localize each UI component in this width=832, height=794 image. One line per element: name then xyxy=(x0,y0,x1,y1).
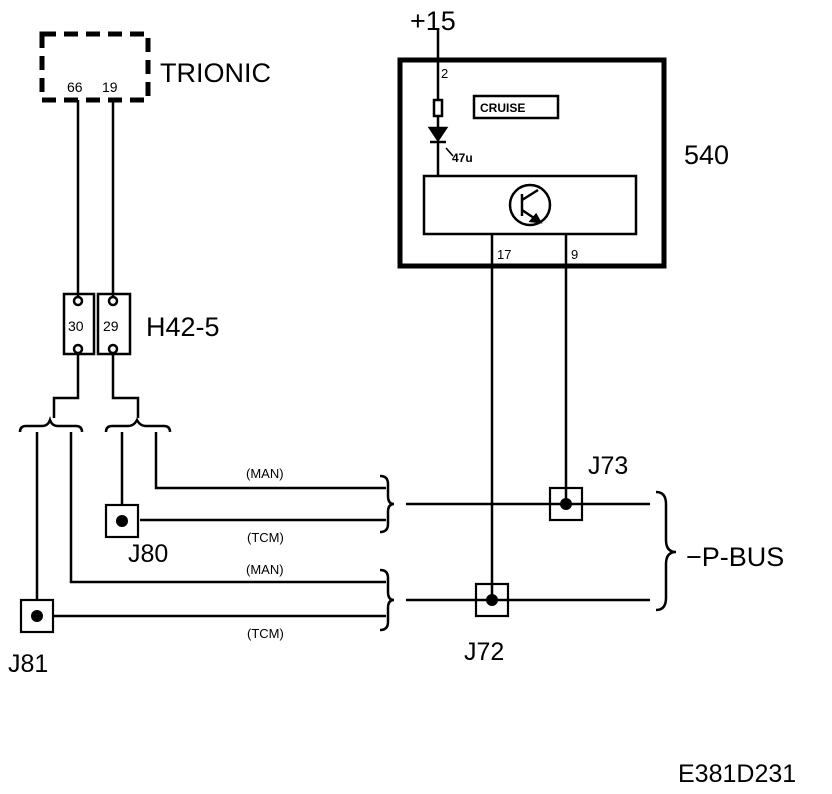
tcm-bottom-label: (TCM) xyxy=(247,626,284,641)
brace-pbus xyxy=(655,490,677,612)
pbus-label: −P-BUS xyxy=(686,542,784,572)
junction-j72 xyxy=(474,582,510,618)
module-pin-2-label: 2 xyxy=(441,66,448,81)
man-top-label: (MAN) xyxy=(246,466,284,481)
j73-label: J73 xyxy=(588,452,628,480)
transistor-collector xyxy=(521,188,539,202)
j72-label: J72 xyxy=(464,638,504,666)
trionic-label: TRIONIC xyxy=(160,58,271,88)
split-30 xyxy=(52,353,80,418)
connector-pin-29-bottom xyxy=(107,343,119,355)
module-pin-17-label: 17 xyxy=(497,247,511,262)
junction-j80 xyxy=(104,503,140,539)
junction-j81 xyxy=(19,598,55,634)
wire-man-top xyxy=(154,432,386,490)
junction-dot-j72 xyxy=(486,594,498,606)
diagram-code: E381D231 xyxy=(678,760,796,788)
brace-left-2 xyxy=(104,417,172,433)
connector-pin-30-bottom xyxy=(72,343,84,355)
junction-dot-j81 xyxy=(31,610,43,622)
module-label: 540 xyxy=(684,140,729,170)
split-29 xyxy=(111,353,140,418)
brace-left-1 xyxy=(18,416,84,433)
connector-label: H42-5 xyxy=(146,312,220,342)
module-540-box xyxy=(397,57,667,269)
brace-right-top xyxy=(379,474,395,534)
led-ray xyxy=(445,147,454,157)
tcm-top-label: (TCM) xyxy=(247,530,284,545)
brace-right-bottom xyxy=(379,568,395,632)
cruise-lamp-box xyxy=(472,94,560,120)
j80-label: J80 xyxy=(128,540,168,568)
connector-pin-29-label: 29 xyxy=(103,318,119,334)
transistor-icon xyxy=(508,183,552,227)
connector-pin-29-top xyxy=(107,295,119,307)
junction-dot-j80 xyxy=(116,515,128,527)
wire-man-bottom xyxy=(69,432,386,584)
trionic-box xyxy=(39,31,151,103)
transistor-arrow xyxy=(528,212,543,224)
supply-label: +15 xyxy=(410,6,456,36)
cruise-label: CRUISE xyxy=(480,101,525,115)
resistor xyxy=(432,98,444,118)
transistor-block xyxy=(422,174,638,236)
junction-dot-j73 xyxy=(560,498,572,510)
led-value-label: 47u xyxy=(452,151,473,165)
diode xyxy=(427,126,449,143)
trionic-pin-19: 19 xyxy=(102,79,118,95)
j81-label: J81 xyxy=(8,650,48,678)
connector-pin-30-label: 30 xyxy=(68,318,84,334)
module-pin-9-label: 9 xyxy=(571,247,578,262)
trionic-pin-66: 66 xyxy=(67,79,83,95)
man-bottom-label: (MAN) xyxy=(246,562,284,577)
junction-j73 xyxy=(548,486,584,522)
connector-pin-30-top xyxy=(72,295,84,307)
